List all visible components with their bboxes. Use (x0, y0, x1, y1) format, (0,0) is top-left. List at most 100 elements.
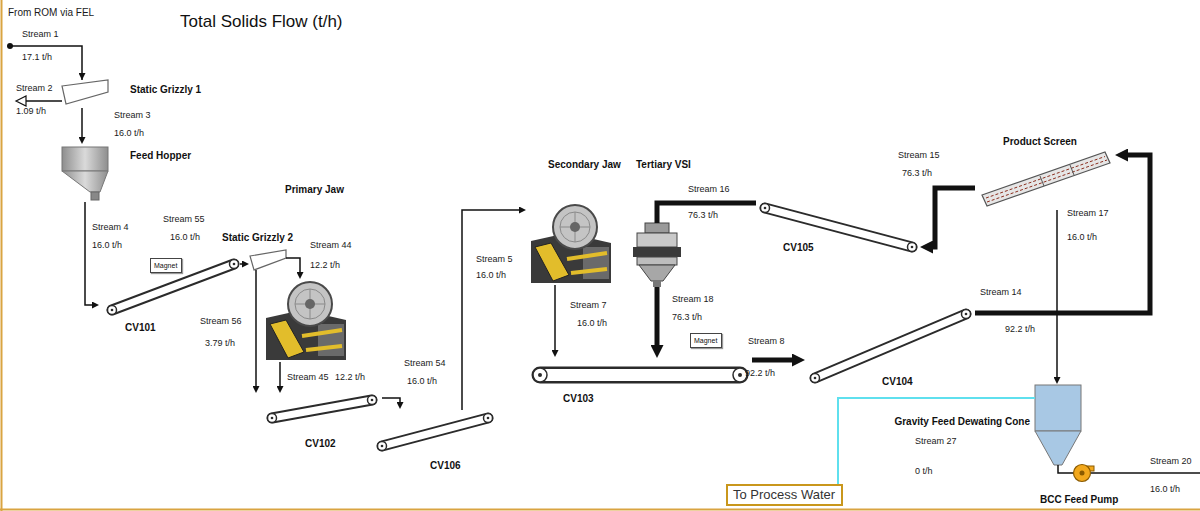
conveyor: CV103 (530, 358, 752, 386)
open-arrowhead (16, 96, 26, 106)
flow-rate: 16.0 t/h (92, 240, 122, 251)
stream-connector (554, 285, 556, 350)
screen-symbol (982, 152, 1110, 206)
flow-rate: 1.09 t/h (16, 106, 46, 117)
conveyor: CV101 (100, 258, 240, 318)
frame-line (0, 509, 1200, 511)
stream-name: Stream 4 (92, 222, 129, 233)
stream-connector (85, 202, 92, 305)
magnet-box: Magnet (690, 333, 722, 348)
stream-name: Stream 44 (310, 240, 352, 251)
flow-rate: 16.0 t/h (170, 232, 200, 243)
stream-name: Stream 5 (476, 254, 513, 265)
stream-name: Stream 15 (898, 150, 940, 161)
stream-connector (462, 210, 519, 410)
stream-name: Stream 45 (287, 372, 329, 383)
equipment-name: Tertiary VSI (636, 159, 691, 171)
stream-connector (838, 398, 1035, 484)
stream-line (1091, 472, 1200, 474)
source-note: From ROM via FEL (8, 7, 94, 18)
jaw-crusher: Primary Jaw (262, 280, 348, 362)
pump-symbol (1074, 465, 1095, 482)
stream-line (26, 100, 62, 102)
stream-connector (975, 155, 1150, 313)
stream-name: Stream 56 (200, 316, 242, 327)
box-text: To Process Water (733, 487, 836, 503)
stream-name: Stream 7 (570, 300, 607, 311)
conveyor-pulley (108, 204, 971, 451)
stream-line (10, 46, 82, 80)
equipment-name: Gravity Feed Dewating Cone (894, 416, 1030, 428)
magnet-box: Magnet (150, 258, 182, 273)
stream-connector (279, 362, 281, 386)
destination-box: To Process Water (726, 484, 843, 506)
stream-name: Stream 55 (163, 214, 205, 225)
stream-connector (382, 398, 400, 402)
cone-symbol (1035, 385, 1081, 465)
feed-hopper: Feed Hopper (62, 145, 108, 202)
equipment-name: BCC Feed Pump (1040, 494, 1118, 506)
stream-connector (240, 263, 242, 265)
conveyor: CV106 (372, 410, 497, 454)
flow-rate: 16.0 t/h (577, 318, 607, 329)
equipment-name: Static Grizzly 2 (222, 232, 293, 244)
equipment-name: CV104 (882, 376, 913, 388)
flow-rate: 0 t/h (915, 466, 933, 477)
flow-rate: 92.2 t/h (1005, 324, 1035, 335)
flow-rate: 12.2 t/h (335, 372, 365, 383)
flow-rate: 92.2 t/h (745, 368, 775, 379)
stream-connector (752, 358, 792, 363)
equipment-name: Primary Jaw (285, 184, 344, 196)
stream-name: Stream 27 (915, 436, 957, 447)
diagram-title: Total Solids Flow (t/h) (180, 12, 343, 32)
stream-name: Stream 3 (114, 110, 151, 121)
static-grizzly: Static Grizzly 1 (60, 78, 110, 108)
jaw-crusher: Secondary Jaw (527, 203, 613, 285)
dewatering-cone: Gravity Feed Dewating Cone (1035, 385, 1081, 465)
conveyor: CV104 (805, 306, 975, 384)
stream-connector (933, 188, 975, 247)
equipment-name: Secondary Jaw (548, 159, 621, 171)
stream-name: Stream 16 (688, 184, 730, 195)
stream-name: Stream 54 (404, 358, 446, 369)
flow-rate: 16.0 t/h (114, 128, 144, 139)
stream-name: Stream 20 (1150, 456, 1192, 467)
equipment-name: Product Screen (1003, 136, 1077, 148)
equipment-name: CV103 (563, 393, 594, 405)
stream-name: Stream 1 (22, 29, 59, 40)
stream-connector (255, 270, 257, 386)
box-text: Magnet (154, 261, 178, 270)
equipment-name: Static Grizzly 1 (130, 84, 201, 96)
stream-connector (655, 287, 660, 345)
stream-connector (1058, 465, 1073, 473)
grizzly-symbol (250, 250, 286, 270)
hopper-symbol (62, 147, 108, 200)
stream-name: Stream 14 (980, 287, 1022, 298)
stream-connector (1056, 210, 1058, 377)
stream-connector (81, 108, 83, 137)
equipment-name: CV106 (430, 460, 461, 472)
equipment-name: CV105 (783, 242, 814, 254)
flow-rate: 16.0 t/h (1150, 484, 1180, 495)
box-text: Magnet (694, 336, 718, 345)
flow-rate: 16.0 t/h (476, 270, 506, 281)
conveyor: CV102 (252, 394, 382, 432)
stream-name: Stream 8 (748, 336, 785, 347)
equipment-name: Feed Hopper (130, 150, 191, 162)
flow-rate: 3.79 t/h (205, 338, 235, 349)
jaw-crusher-symbol (266, 282, 346, 360)
flow-rate: 76.3 t/h (672, 312, 702, 323)
flow-rate: 16.0 t/h (1067, 232, 1097, 243)
product-screen: Product Screen (975, 148, 1115, 210)
static-grizzly: Static Grizzly 2 (250, 250, 286, 270)
stream-name: Stream 2 (16, 83, 53, 94)
equipment-name: CV101 (125, 322, 156, 334)
stream-name: Stream 17 (1067, 208, 1109, 219)
flow-rate: 76.3 t/h (688, 210, 718, 221)
vsi-crusher: Tertiary VSI (633, 223, 681, 287)
flow-rate: 17.1 t/h (22, 52, 52, 63)
stream-connector (657, 203, 756, 223)
flow-rate: 76.3 t/h (902, 168, 932, 179)
